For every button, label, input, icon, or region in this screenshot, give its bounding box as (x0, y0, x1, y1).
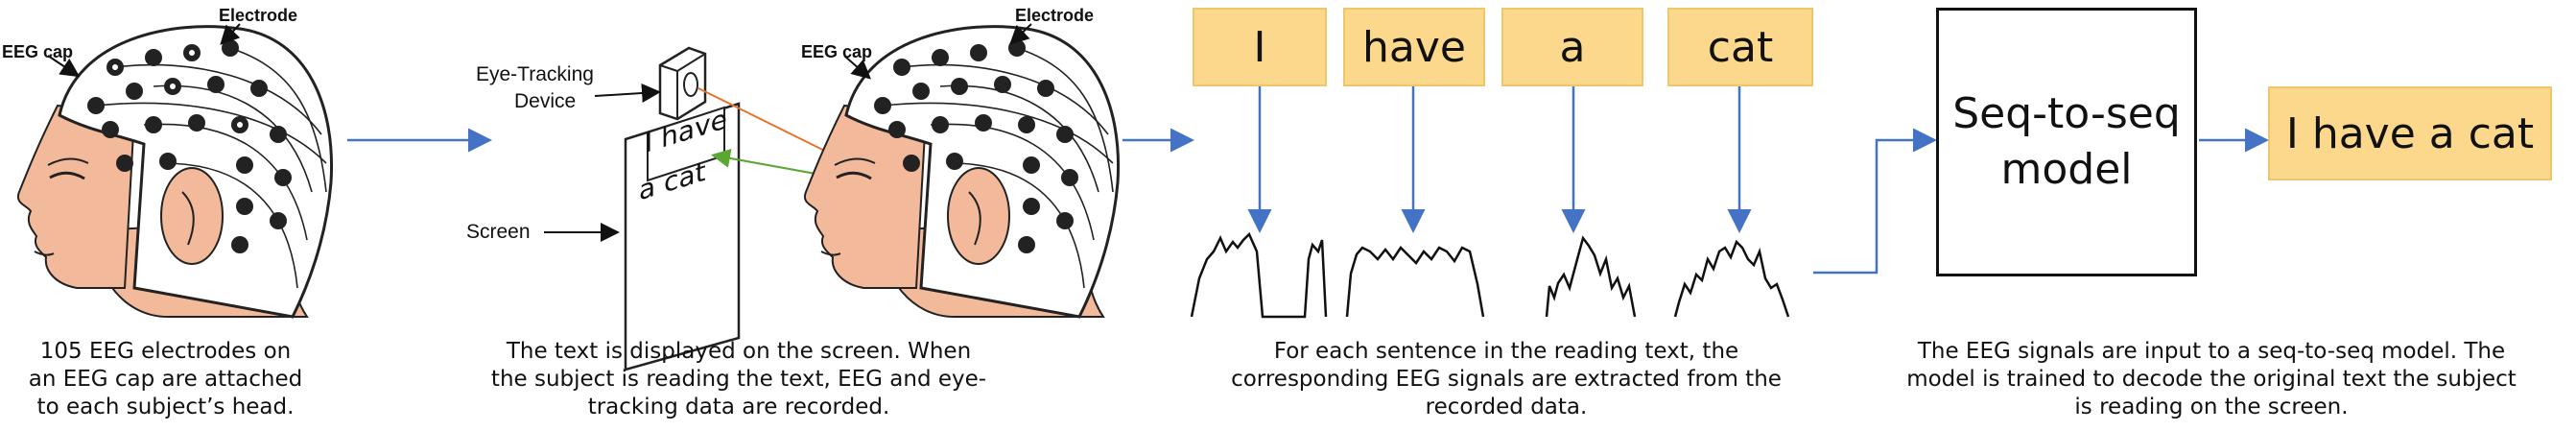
seq-to-seq-model-box: Seq-to-seq model (1936, 8, 2197, 276)
eye-tracker-lens (683, 72, 698, 97)
eye-tracker-label-line1: Eye-Tracking (476, 63, 594, 85)
caption-step4: The EEG signals are input to a seq-to-se… (1906, 339, 2517, 419)
eeg-signals (1190, 231, 1790, 319)
model-label-line1: Seq-to-seq (1952, 89, 2181, 138)
signal-to-model-arrow (1813, 128, 1937, 275)
eye-tracker-label-line2: Device (514, 90, 577, 112)
model-label-line2: model (2000, 145, 2133, 194)
eeg-head-illustration-left (16, 23, 334, 319)
caption-step2: The text is displayed on the screen. Whe… (490, 339, 987, 419)
eeg-signal-4 (1673, 239, 1790, 318)
word-box-1: I (1193, 8, 1327, 86)
eeg-signal-3 (1545, 235, 1637, 318)
caption-step3: For each sentence in the reading text, t… (1231, 339, 1782, 419)
eeg-signal-2 (1345, 246, 1485, 318)
eeg-head-illustration-right (803, 23, 1121, 319)
electrode-label-right: Electrode (1015, 6, 1095, 25)
electrode-label-left: Electrode (219, 6, 298, 25)
word-box-3: a (1501, 8, 1643, 86)
ear-shape (160, 167, 224, 265)
eeg-signal-1 (1190, 231, 1328, 319)
word-box-4: cat (1667, 8, 1813, 86)
caption-step1: 105 EEG electrodes on an EEG cap are att… (28, 339, 303, 419)
eeg-cap-label-right: EEG cap (801, 42, 873, 61)
face-profile (16, 104, 136, 289)
eeg-cap-label-left: EEG cap (2, 42, 74, 61)
word-box-2: have (1343, 8, 1485, 86)
eye-shape (49, 171, 85, 180)
screen-label: Screen (466, 221, 531, 243)
eye-tracker-device (658, 46, 707, 121)
decoded-output-box: I have a cat (2268, 86, 2552, 180)
eye-tracking-setup (544, 46, 869, 371)
